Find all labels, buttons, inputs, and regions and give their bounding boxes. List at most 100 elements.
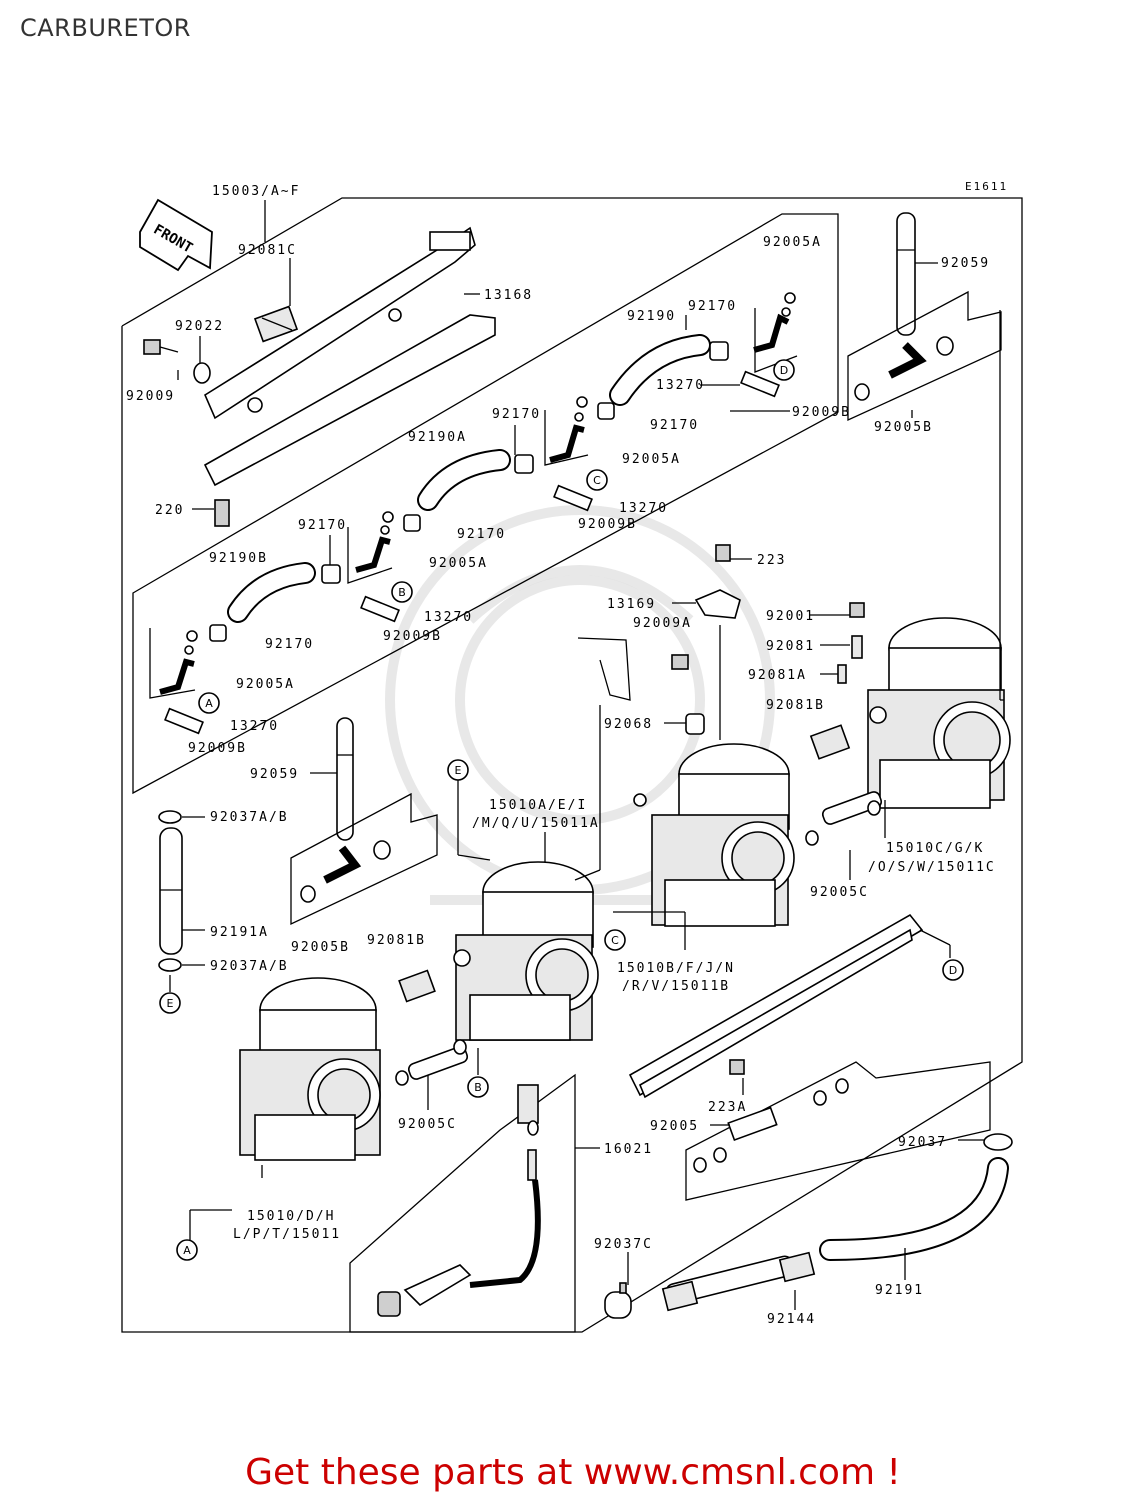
spring-92144 <box>661 1251 816 1312</box>
washer-92022 <box>193 362 211 384</box>
label-92068: 92068 <box>604 717 653 732</box>
label-92170-1: 92170 <box>688 299 737 314</box>
label-15010-1: 15010/D/H <box>247 1209 335 1224</box>
label-92170-2: 92170 <box>650 418 699 433</box>
clip-92037 <box>983 1133 1013 1151</box>
screw-223a <box>729 1059 745 1075</box>
callout-d2: D <box>949 964 957 977</box>
label-15010b-2: /R/V/15011B <box>622 979 730 994</box>
label-92170-4: 92170 <box>457 527 506 542</box>
label-15003: 15003/A~F <box>212 184 300 199</box>
label-15010c-1: 15010C/G/K <box>886 841 984 856</box>
label-92001: 92001 <box>766 609 815 624</box>
screw-92009 <box>143 339 179 355</box>
callout-markers: D C B A E C D E B A <box>159 359 964 1261</box>
label-15010c-2: /O/S/W/15011C <box>868 860 996 875</box>
fitting-92005c <box>395 791 883 1086</box>
label-92037c: 92037C <box>594 1237 653 1252</box>
label-223a: 223A <box>708 1100 747 1115</box>
label-13270-4: 13270 <box>230 719 279 734</box>
label-92005a-4: 92005A <box>236 677 295 692</box>
bracket-link <box>577 637 705 735</box>
fitting-92005 <box>685 1061 991 1201</box>
label-92009b-3: 92009B <box>383 629 442 644</box>
callout-a2: A <box>183 1244 191 1257</box>
label-92081: 92081 <box>766 639 815 654</box>
footer-cta-link[interactable]: Get these parts at www.cmsnl.com ! <box>245 1452 901 1493</box>
label-92190b: 92190B <box>209 551 268 566</box>
pipe-92059 <box>336 212 916 841</box>
spring-92081c <box>253 305 299 343</box>
callout-e2: E <box>167 997 174 1010</box>
label-223: 223 <box>757 553 786 568</box>
label-15010a-2: /M/Q/U/15011A <box>472 816 600 831</box>
label-92191: 92191 <box>875 1283 924 1298</box>
label-13270-2: 13270 <box>619 501 668 516</box>
part-number-labels: E1611 15003/A~F 92081C 13168 92022 92009… <box>126 180 1008 1327</box>
label-92059-1: 92059 <box>941 256 990 271</box>
label-15010b-1: 15010B/F/J/N <box>617 961 735 976</box>
label-15010-2: L/P/T/15011 <box>233 1227 341 1242</box>
spring-92081b <box>398 969 436 1003</box>
label-92191a: 92191A <box>210 925 269 940</box>
label-92005: 92005 <box>650 1119 699 1134</box>
leader-lines <box>169 200 1004 1310</box>
fitting-92005a <box>149 292 798 699</box>
label-92170-5: 92170 <box>298 518 347 533</box>
callout-b1: B <box>398 586 406 599</box>
clamp-92170 <box>209 341 729 642</box>
carburetor-1 <box>239 977 381 1161</box>
outer-frame <box>121 197 1023 1333</box>
screw-220 <box>214 499 230 527</box>
label-13270-3: 13270 <box>424 610 473 625</box>
label-92170-6: 92170 <box>265 637 314 652</box>
callout-a1: A <box>205 697 213 710</box>
label-92081c: 92081C <box>238 243 297 258</box>
callout-b2: B <box>474 1081 482 1094</box>
label-92190: 92190 <box>627 309 676 324</box>
label-92009b-2: 92009B <box>578 517 637 532</box>
label-92022: 92022 <box>175 319 224 334</box>
bracket-13169 <box>694 544 741 619</box>
label-92037ab-2: 92037A/B <box>210 959 289 974</box>
inner-frame <box>132 213 839 795</box>
label-92190a: 92190A <box>408 430 467 445</box>
label-92081b-1: 92081B <box>766 698 825 713</box>
label-92005a-1: 92005A <box>763 235 822 250</box>
label-92059-2: 92059 <box>250 767 299 782</box>
plate-13270 <box>164 370 780 735</box>
label-92005c-1: 92005C <box>810 885 869 900</box>
callout-c2: C <box>611 934 619 947</box>
carburetor-2 <box>453 861 599 1041</box>
callout-d1: D <box>780 364 788 377</box>
label-13169: 13169 <box>607 597 656 612</box>
label-16021: 16021 <box>604 1142 653 1157</box>
label-92081a: 92081A <box>748 668 807 683</box>
label-220: 220 <box>155 503 184 518</box>
label-92005a-3: 92005A <box>429 556 488 571</box>
tube-92191a <box>158 810 183 972</box>
clamp-92037c <box>604 1282 632 1319</box>
page-title: CARBURETOR <box>20 14 191 42</box>
front-arrow-icon: FRONT <box>139 198 213 272</box>
fitting-92005b <box>290 290 1002 926</box>
label-92170-3: 92170 <box>492 407 541 422</box>
carburetor-4 <box>867 617 1011 809</box>
label-92005b-1: 92005B <box>874 420 933 435</box>
pilot-screw-set <box>809 602 865 760</box>
label-92009b-4: 92009B <box>188 741 247 756</box>
callout-c1: C <box>593 474 601 487</box>
label-13270-1: 13270 <box>656 378 705 393</box>
label-92081b-2: 92081B <box>367 933 426 948</box>
label-92009a: 92009A <box>633 616 692 631</box>
carburetor-3 <box>633 743 795 927</box>
label-92037ab-1: 92037A/B <box>210 810 289 825</box>
throttle-bracket-plates <box>203 226 496 487</box>
label-92005a-2: 92005A <box>622 452 681 467</box>
callout-e1: E <box>455 764 462 777</box>
label-15010a-1: 15010A/E/I <box>489 798 587 813</box>
label-92009b-1: 92009B <box>792 405 851 420</box>
diagram-code: E1611 <box>965 180 1008 193</box>
label-92005c-2: 92005C <box>398 1117 457 1132</box>
